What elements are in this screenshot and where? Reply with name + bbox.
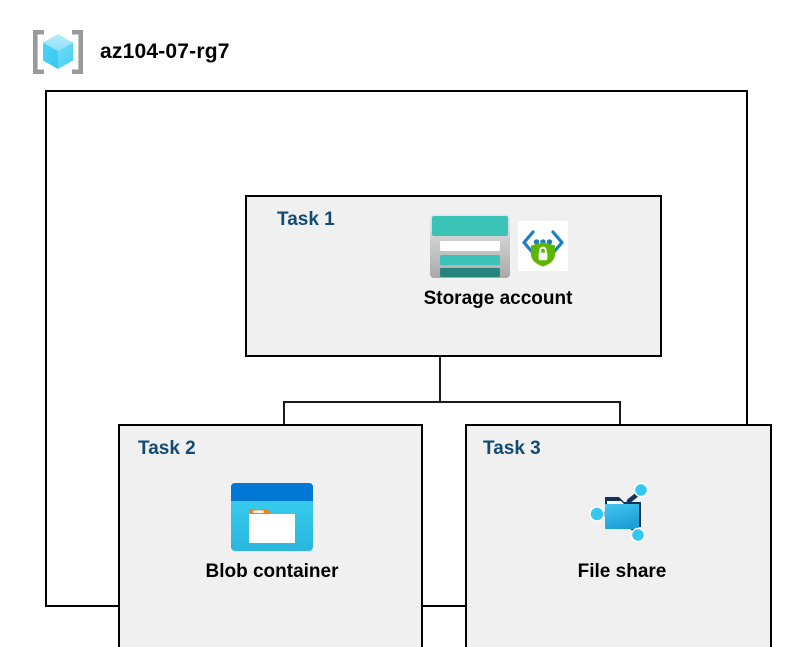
blob-container-icon [229,481,315,553]
file-share-icon [583,471,661,549]
resource-group-frame: Task 1 [45,90,772,647]
file-share-icon-row [583,471,661,549]
task-1-label: Task 1 [277,209,335,230]
task-1-box[interactable]: Task 1 [245,195,662,357]
blob-container-caption: Blob container [205,561,339,582]
connector-storage-to-bus [439,323,441,401]
blob-container-node[interactable]: Blob container [182,481,362,583]
task-3-box[interactable]: Task 3 [465,424,772,647]
private-endpoint-shield-icon [518,221,568,271]
storage-account-node[interactable]: Storage account [398,212,598,310]
task-2-box[interactable]: Task 2 [118,424,423,647]
resource-group-header: az104-07-rg7 [30,26,230,78]
file-share-caption: File share [577,561,667,582]
blob-container-icon-row [229,481,315,553]
resource-group-icon [30,26,86,78]
file-share-node[interactable]: File share [547,471,697,583]
task-3-label: Task 3 [483,438,541,459]
task-2-label: Task 2 [138,438,196,459]
resource-group-title: az104-07-rg7 [100,40,230,63]
storage-account-icon-row [428,212,568,280]
storage-account-caption: Storage account [423,288,573,309]
storage-account-icon [428,212,512,280]
connector-branch-bus [283,401,621,403]
